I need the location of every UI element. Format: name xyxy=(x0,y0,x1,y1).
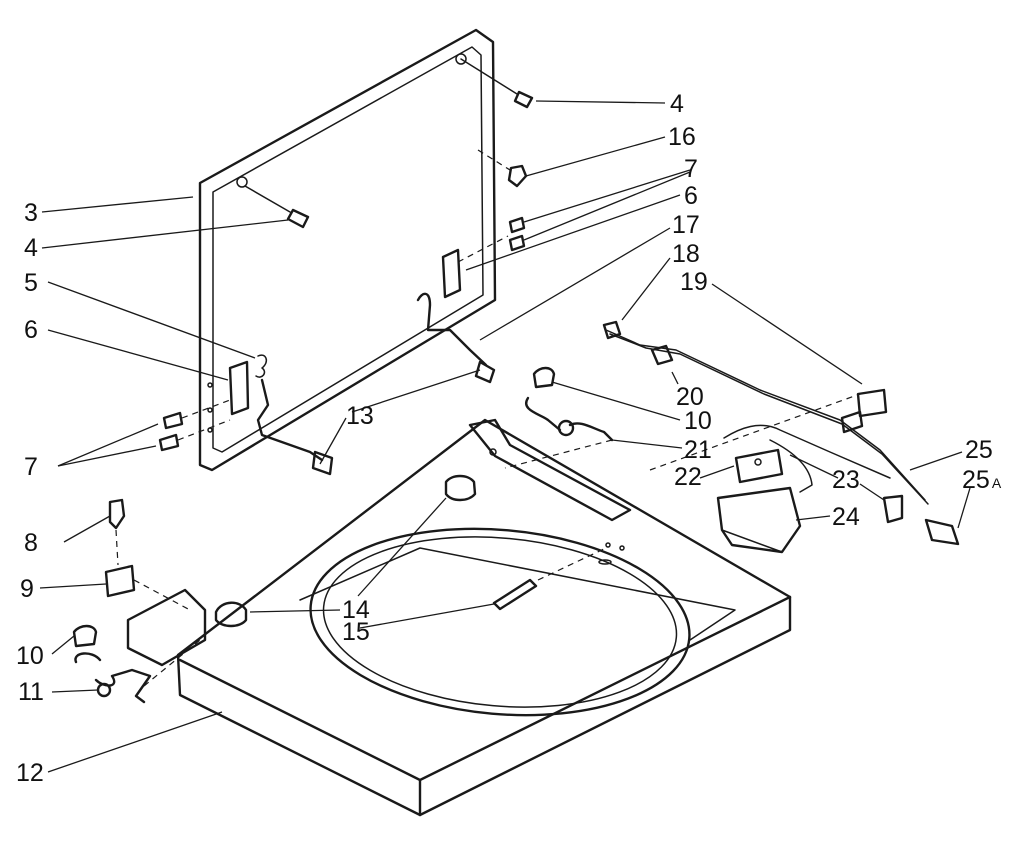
callout-20: 20 xyxy=(676,383,704,411)
callout-5: 5 xyxy=(24,269,38,297)
callout-10: 10 xyxy=(16,642,44,670)
callout-10: 10 xyxy=(684,407,712,435)
callout-9: 9 xyxy=(20,575,34,603)
callout-leaders xyxy=(39,100,971,773)
callout-3: 3 xyxy=(24,199,38,227)
callout-25: 25 xyxy=(965,436,993,464)
callout-22: 22 xyxy=(674,463,702,491)
callout-24: 24 xyxy=(832,503,860,531)
callout-16: 16 xyxy=(668,123,696,151)
callout-labels: 3 4 4 5 6 6 7 7 8 9 10 10 11 12 13 14 15… xyxy=(16,90,1002,787)
callout-21: 21 xyxy=(684,436,712,464)
callout-17: 17 xyxy=(672,211,700,239)
wiring-harness xyxy=(602,320,960,554)
callout-6: 6 xyxy=(684,182,698,210)
callout-7: 7 xyxy=(24,453,38,481)
callout-12: 12 xyxy=(16,759,44,787)
callout-11: 11 xyxy=(18,678,44,706)
lid-frame xyxy=(198,28,497,472)
callout-4: 4 xyxy=(24,234,38,262)
callout-15: 15 xyxy=(342,618,370,646)
callout-18: 18 xyxy=(672,240,700,268)
callout-14: 14 xyxy=(342,596,370,624)
callout-8: 8 xyxy=(24,529,38,557)
lid-hardware xyxy=(158,58,534,476)
callout-6: 6 xyxy=(24,316,38,344)
lower-hardware xyxy=(72,366,614,704)
cabinet-top xyxy=(126,418,792,817)
callout-19: 19 xyxy=(680,268,708,296)
callout-4: 4 xyxy=(670,90,684,118)
callout-23: 23 xyxy=(832,466,860,494)
callout-7: 7 xyxy=(684,155,698,183)
callout-13: 13 xyxy=(346,402,374,430)
